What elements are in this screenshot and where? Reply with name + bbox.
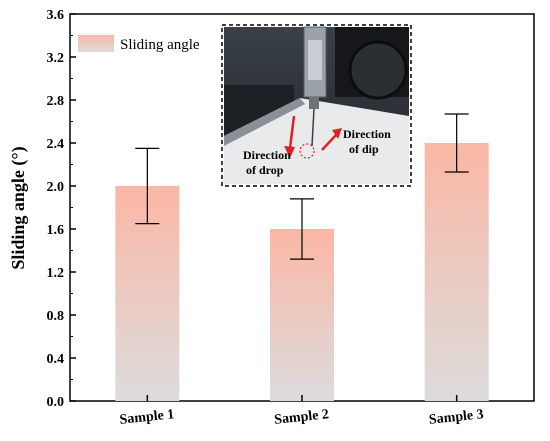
legend: Sliding angle (78, 35, 200, 53)
y-tick-label: 2.4 (47, 137, 65, 152)
bar (424, 143, 489, 401)
inset-border (221, 24, 412, 187)
x-axis: Sample 1 Sample 2 Sample 3 (119, 395, 484, 428)
legend-label: Sliding angle (120, 37, 200, 53)
error-bars-layer (135, 113, 469, 260)
inset-syringe-hub (309, 97, 319, 109)
x-tick-label: Sample 2 (274, 407, 330, 428)
legend-swatch (78, 35, 114, 52)
x-tick-label: Sample 1 (119, 407, 175, 428)
inset-label-drop-line2: of drop (246, 163, 284, 177)
inset-drop-arrow (288, 115, 296, 149)
inset-plate-edge (224, 98, 305, 146)
y-axis-title: Sliding angle (°) (8, 146, 29, 269)
inset-syringe-glass (308, 40, 322, 80)
y-tick-label: 0.0 (47, 395, 65, 410)
inset-label-dip-line1: Direction (343, 127, 391, 141)
inset-label-drop-line1: Direction (243, 148, 291, 162)
y-tick-label: 3.2 (47, 51, 65, 66)
inset-lens (348, 40, 408, 100)
inset-label-dip-line2: of dip (349, 142, 379, 156)
inset-photo: Direction of drop Direction of dip (221, 24, 412, 187)
y-axis: 0.0 0.4 0.8 1.2 1.6 2.0 2.4 2.8 3.2 3.6 (47, 8, 76, 410)
y-tick-label: 1.2 (47, 266, 65, 281)
y-tick-label: 2.0 (47, 180, 65, 195)
inset-drop-arrow-head (284, 146, 295, 158)
y-tick-label: 0.8 (47, 309, 65, 324)
y-tick-label: 3.6 (47, 8, 65, 23)
y-tick-label: 1.6 (47, 223, 65, 238)
y-tick-label: 0.4 (47, 352, 65, 367)
inset-droplet-marker (299, 143, 315, 159)
inset-needle (311, 108, 315, 147)
y-tick-label: 2.8 (47, 94, 65, 109)
inset-dip-arrow-head (332, 128, 342, 139)
x-tick-label: Sample 3 (428, 407, 484, 428)
inset-dip-arrow (321, 134, 337, 151)
